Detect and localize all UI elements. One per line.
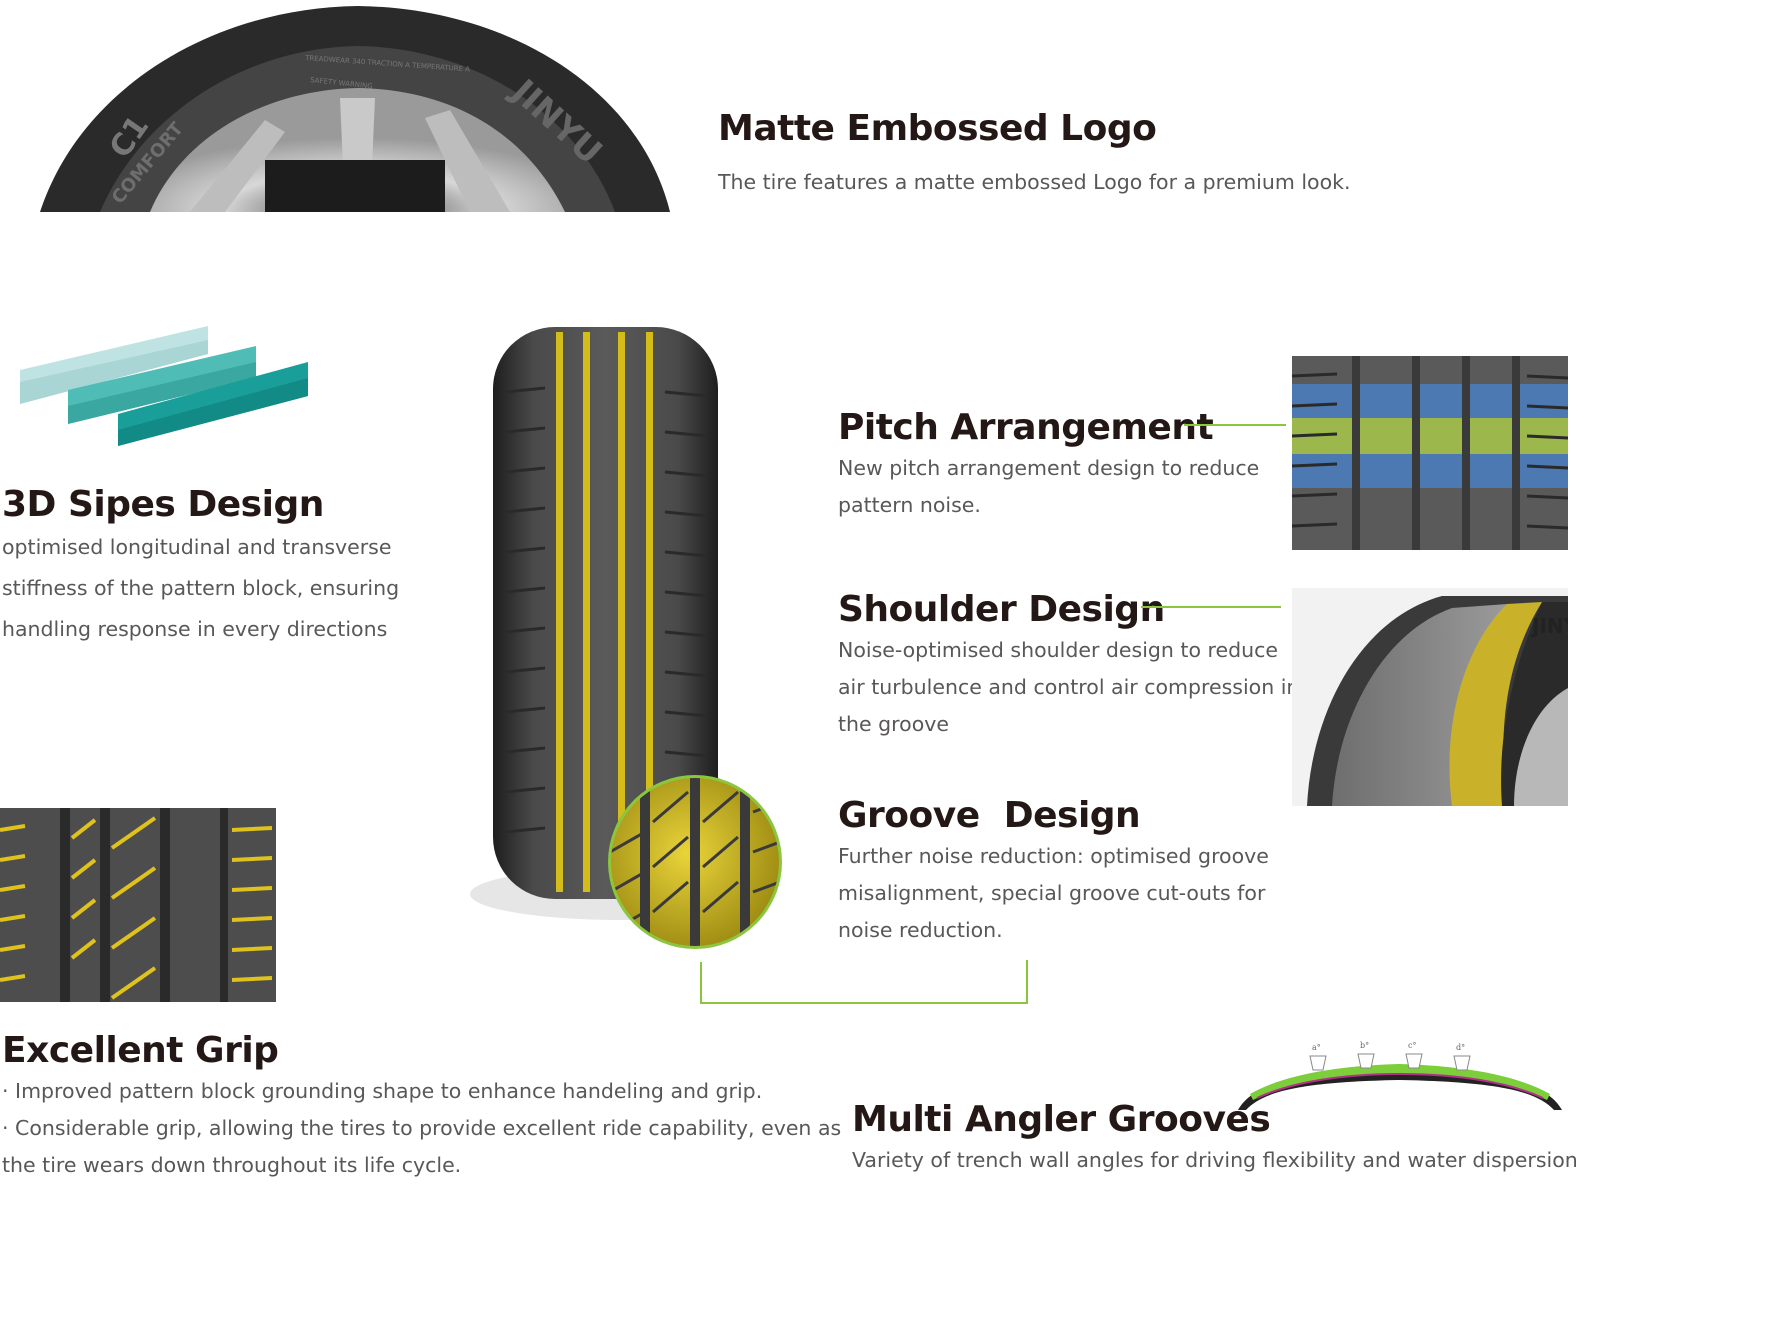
groove-title: Groove Design xyxy=(838,795,1141,836)
sipes-desc-line: stiffness of the pattern block, ensuring xyxy=(2,576,400,600)
groove-desc: Further noise reduction: optimised groov… xyxy=(838,838,1269,949)
matte-logo-desc: The tire features a matte embossed Logo … xyxy=(718,170,1351,194)
shoulder-desc: Noise-optimised shoulder design to reduc… xyxy=(838,632,1299,743)
multi-angle-desc: Variety of trench wall angles for drivin… xyxy=(852,1148,1578,1172)
grip-title: Excellent Grip xyxy=(2,1030,279,1071)
sidewall-logo-image: C1 COMFORT TREADWEAR 340 TRACTION A TEMP… xyxy=(40,0,680,212)
groove-angle-label: c° xyxy=(1408,1041,1416,1050)
shoulder-tire-image: JINYU xyxy=(1292,588,1568,806)
grip-desc-line: · Considerable grip, allowing the tires … xyxy=(2,1116,842,1140)
sipes-title: 3D Sipes Design xyxy=(2,484,324,525)
matte-logo-title: Matte Embossed Logo xyxy=(718,108,1157,149)
grip-desc: · Improved pattern block grounding shape… xyxy=(2,1073,841,1184)
shoulder-desc-line: air turbulence and control air compressi… xyxy=(838,675,1300,699)
sipes-desc-line: optimised longitudinal and transverse xyxy=(2,535,392,559)
sipes-desc: optimised longitudinal and transverse st… xyxy=(2,527,399,650)
shoulder-desc-line: Noise-optimised shoulder design to reduc… xyxy=(838,638,1278,662)
main-tire-image xyxy=(450,322,790,962)
shoulder-title: Shoulder Design xyxy=(838,589,1165,630)
groove-desc-line: noise reduction. xyxy=(838,918,1003,942)
pitch-desc-line: pattern noise. xyxy=(838,493,981,517)
groove-connector-left xyxy=(700,962,702,1004)
grip-tread-image xyxy=(0,808,276,1002)
groove-connector-right xyxy=(1026,960,1028,1004)
multi-angle-title: Multi Angler Grooves xyxy=(852,1099,1271,1140)
pitch-desc: New pitch arrangement design to reduce p… xyxy=(838,450,1259,524)
shoulder-connector xyxy=(1141,606,1281,608)
groove-desc-line: Further noise reduction: optimised groov… xyxy=(838,844,1269,868)
groove-angle-label: d° xyxy=(1456,1043,1465,1052)
pitch-title: Pitch Arrangement xyxy=(838,407,1214,448)
groove-section-diagram: a° b° c° d° xyxy=(1232,1040,1568,1114)
pitch-connector xyxy=(1184,424,1286,426)
sipes-desc-line: handling response in every directions xyxy=(2,617,388,641)
grip-desc-line: the tire wears down throughout its life … xyxy=(2,1153,462,1177)
groove-angle-label: a° xyxy=(1312,1043,1321,1052)
shoulder-desc-line: the groove xyxy=(838,712,949,736)
groove-connector-bottom xyxy=(700,1002,1028,1004)
grip-desc-line: · Improved pattern block grounding shape… xyxy=(2,1079,763,1103)
sipes-illustration xyxy=(18,322,318,452)
pitch-tread-image xyxy=(1292,356,1568,550)
shoulder-brand-text: JINYU xyxy=(1530,614,1568,638)
pitch-desc-line: New pitch arrangement design to reduce xyxy=(838,456,1260,480)
groove-angle-label: b° xyxy=(1360,1041,1369,1050)
groove-desc-line: misalignment, special groove cut-outs fo… xyxy=(838,881,1266,905)
